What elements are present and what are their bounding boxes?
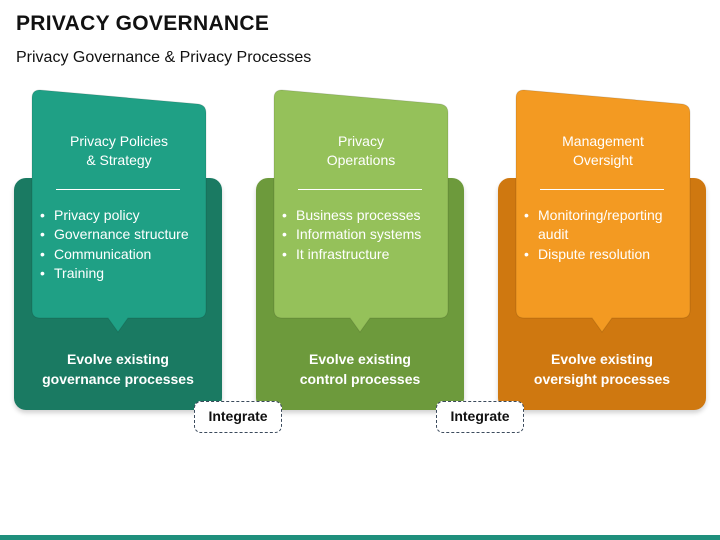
list-item: Dispute resolution bbox=[520, 245, 690, 265]
card-title-line: Privacy Policies bbox=[69, 133, 169, 149]
list-item: Monitoring/reporting audit bbox=[520, 206, 690, 245]
list-item: Business processes bbox=[278, 206, 448, 226]
column-card: Privacy Operations Business processes In… bbox=[273, 89, 449, 333]
page-subtitle: Privacy Governance & Privacy Processes bbox=[16, 49, 312, 66]
column-card: Management Oversight Monitoring/reportin… bbox=[515, 89, 691, 333]
card-title: Management Oversight bbox=[516, 132, 690, 170]
card-divider bbox=[540, 189, 664, 190]
page-title: PRIVACY GOVERNANCE bbox=[16, 12, 270, 35]
footer-line: Evolve existing bbox=[551, 351, 653, 367]
list-item: Information systems bbox=[278, 225, 448, 245]
footer-line: governance processes bbox=[42, 371, 194, 387]
list-item: Communication bbox=[36, 245, 206, 265]
governance-column-operations: Privacy Operations Business processes In… bbox=[256, 0, 466, 540]
governance-column-policies: Privacy Policies & Strategy Privacy poli… bbox=[14, 0, 224, 540]
column-footer: Evolve existing control processes bbox=[256, 349, 464, 389]
footer-line: Evolve existing bbox=[67, 351, 169, 367]
card-title-line: Operations bbox=[326, 152, 396, 168]
card-title-line: & Strategy bbox=[86, 152, 152, 168]
list-item: Training bbox=[36, 264, 206, 284]
card-title: Privacy Operations bbox=[274, 132, 448, 170]
list-item: It infrastructure bbox=[278, 245, 448, 265]
list-item: Governance structure bbox=[36, 225, 206, 245]
integrate-connector: Integrate bbox=[436, 401, 524, 433]
governance-column-oversight: Management Oversight Monitoring/reportin… bbox=[498, 0, 708, 540]
card-title: Privacy Policies & Strategy bbox=[32, 132, 206, 170]
card-title-line: Oversight bbox=[573, 152, 633, 168]
column-footer: Evolve existing oversight processes bbox=[498, 349, 706, 389]
column-footer: Evolve existing governance processes bbox=[14, 349, 222, 389]
card-title-line: Management bbox=[562, 133, 644, 149]
footer-line: Evolve existing bbox=[309, 351, 411, 367]
bottom-accent-bar bbox=[0, 535, 720, 540]
card-divider bbox=[56, 189, 180, 190]
card-title-line: Privacy bbox=[338, 133, 384, 149]
footer-line: control processes bbox=[299, 371, 421, 387]
card-divider bbox=[298, 189, 422, 190]
bullet-list: Business processes Information systems I… bbox=[278, 206, 448, 264]
bullet-list: Monitoring/reporting audit Dispute resol… bbox=[520, 206, 690, 264]
list-item: Privacy policy bbox=[36, 206, 206, 226]
column-card: Privacy Policies & Strategy Privacy poli… bbox=[31, 89, 207, 333]
footer-line: oversight processes bbox=[533, 371, 671, 387]
integrate-connector: Integrate bbox=[194, 401, 282, 433]
bullet-list: Privacy policy Governance structure Comm… bbox=[36, 206, 206, 283]
